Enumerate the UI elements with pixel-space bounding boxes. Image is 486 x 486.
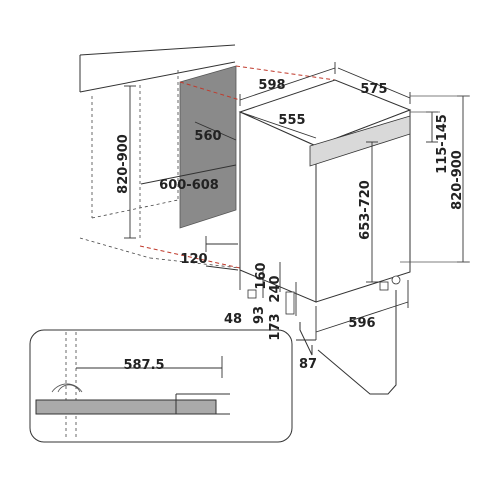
label-596: 596 (348, 316, 375, 331)
label-115-145: 115-145 (435, 114, 450, 174)
label-87: 87 (299, 357, 317, 372)
label-niche-height: 820-900 (116, 134, 131, 194)
label-560: 560 (194, 129, 221, 144)
label-653-720: 653-720 (358, 180, 373, 240)
label-575: 575 (360, 82, 387, 97)
label-600-608: 600-608 (159, 178, 219, 193)
label-total-height: 820-900 (450, 150, 465, 210)
dishwasher-body (238, 79, 412, 315)
label-240: 240 (268, 275, 283, 302)
reference-lines (139, 65, 336, 269)
label-160: 160 (254, 262, 269, 289)
label-598: 598 (258, 78, 285, 93)
label-120: 120 (180, 252, 207, 267)
detail-callout (29, 290, 397, 443)
label-173: 173 (268, 313, 283, 340)
labels: 598 575 555 560 600-608 820-900 653-720 … (116, 78, 465, 373)
label-555: 555 (278, 113, 305, 128)
label-587-5: 587.5 (123, 358, 164, 373)
worktop (79, 44, 236, 93)
label-48: 48 (224, 312, 242, 327)
dimension-lines (124, 62, 470, 341)
label-93: 93 (252, 306, 267, 324)
niche-back-panel (179, 65, 237, 229)
cabinet-outline (79, 70, 241, 269)
